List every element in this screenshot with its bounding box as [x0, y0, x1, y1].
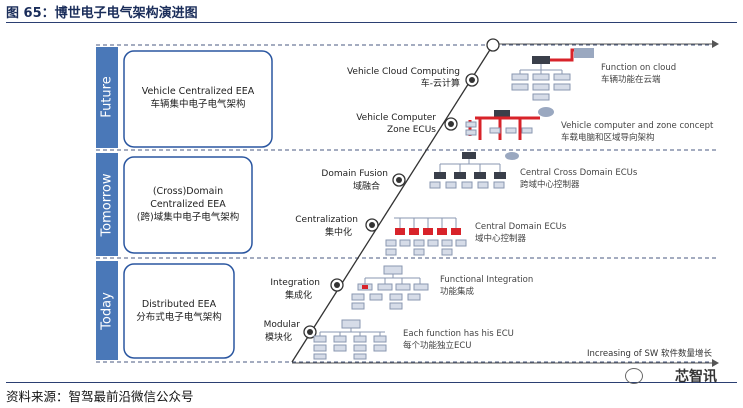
sw-axis-label: Increasing of SW 软件数量增长	[587, 348, 712, 359]
stage-label-vc-en1: Vehicle Computer	[356, 113, 436, 123]
era-label-today: Today	[100, 292, 115, 331]
era-box-today-en: Distributed EEA	[142, 299, 217, 310]
era-box-tomorrow	[123, 156, 253, 254]
era-bar-tomorrow	[96, 153, 118, 256]
era-box-future-en: Vehicle Centralized EEA	[142, 86, 255, 97]
caption-rule	[6, 22, 737, 23]
desc-vc-en: Vehicle computer and zone concept	[561, 121, 714, 131]
era-label-future: Future	[100, 76, 115, 117]
wechat-icon	[625, 368, 643, 384]
era-bar-today	[96, 261, 118, 360]
stage-label-integration-cn: 集成化	[285, 289, 312, 301]
era-box-today-cn: 分布式电子电气架构	[136, 311, 222, 323]
desc-fusion-cn: 跨域中心控制器	[520, 179, 580, 190]
desc-fusion-en: Central Cross Domain ECUs	[520, 168, 638, 178]
stage-node-cloud	[465, 73, 479, 87]
stage-label-modular-en: Modular	[264, 320, 301, 330]
desc-cloud-en: Function on cloud	[601, 63, 676, 73]
topology-vehicle-computer	[465, 107, 554, 140]
desc-modular-en: Each function has his ECU	[403, 329, 514, 339]
watermark: 芯智讯	[675, 369, 717, 385]
stage-label-central-en: Centralization	[295, 215, 358, 225]
era-box-tomorrow-en-2: Centralized EEA	[150, 199, 226, 210]
topology-centralization	[385, 217, 467, 256]
stage-node-modular	[303, 325, 317, 339]
evolution-end-node	[486, 38, 500, 52]
topology-cloud	[511, 48, 594, 101]
evolution-line	[291, 44, 494, 363]
era-box-future	[123, 50, 273, 148]
stage-node-integration	[330, 278, 344, 292]
source-note: 资料来源：智驾最前沿微信公众号	[6, 389, 194, 404]
source-rule	[6, 382, 737, 383]
desc-integration-en: Functional Integration	[440, 275, 533, 285]
stage-label-fusion-en: Domain Fusion	[321, 169, 388, 179]
stage-label-central-cn: 集中化	[325, 226, 352, 238]
stage-label-modular-cn: 模块化	[265, 331, 292, 343]
figure-caption: 图 65：博世电子电气架构演进图	[6, 6, 198, 21]
stage-label-vc-en2: Zone ECUs	[387, 125, 436, 135]
desc-modular-cn: 每个功能独立ECU	[403, 340, 472, 351]
stage-label-fusion-cn: 域融合	[353, 180, 380, 192]
desc-central-cn: 域中心控制器	[475, 233, 527, 244]
era-box-today	[123, 263, 235, 359]
topology-modular	[313, 319, 387, 360]
desc-cloud-cn: 车辆功能在云端	[601, 74, 661, 85]
stage-node-domain-fusion	[392, 173, 406, 187]
desc-central-en: Central Domain ECUs	[475, 222, 567, 232]
era-box-tomorrow-cn: (跨)域集中电子电气架构	[137, 211, 239, 223]
era-bar-future	[96, 47, 118, 148]
stage-node-vehicle-computer	[444, 117, 458, 131]
stage-node-centralization	[365, 218, 379, 232]
stage-label-integration-en: Integration	[270, 278, 320, 288]
topology-domain-fusion	[429, 152, 519, 189]
stage-label-cloud-en: Vehicle Cloud Computing	[347, 67, 460, 77]
stage-label-cloud-cn: 车-云计算	[421, 77, 460, 89]
desc-vc-cn: 车载电脑和区域导向架构	[561, 132, 655, 143]
era-label-tomorrow: Tomorrow	[100, 173, 115, 237]
desc-integration-cn: 功能集成	[440, 286, 475, 297]
era-box-future-cn: 车辆集中电子电气架构	[150, 98, 245, 110]
topology-integration	[351, 265, 429, 310]
era-box-tomorrow-en-1: (Cross)Domain	[153, 186, 223, 197]
